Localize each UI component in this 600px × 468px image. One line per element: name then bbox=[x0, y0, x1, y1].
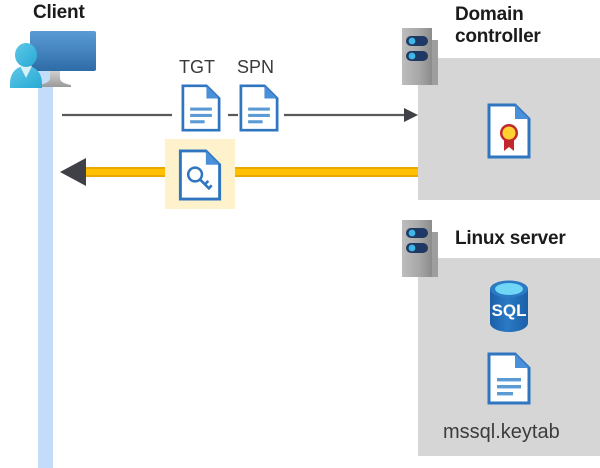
document-icon bbox=[239, 84, 279, 132]
client-icon bbox=[8, 27, 104, 91]
document-icon bbox=[487, 352, 531, 405]
client-lifeline bbox=[38, 68, 53, 468]
spn-document-icon bbox=[239, 84, 279, 137]
domain-controller-title-line1: Domain bbox=[455, 4, 524, 25]
user-with-monitor-icon bbox=[10, 31, 96, 88]
server-rack-icon bbox=[402, 220, 438, 277]
client-title: Client bbox=[33, 2, 85, 23]
domain-controller-server-rack bbox=[402, 28, 438, 85]
sql-database-label: SQL bbox=[492, 301, 527, 320]
server-rack-icon bbox=[402, 28, 438, 85]
linux-server-server-rack bbox=[402, 220, 438, 277]
response-arrow bbox=[60, 158, 418, 186]
certificate-icon bbox=[487, 103, 531, 164]
document-icon bbox=[181, 84, 221, 132]
keytab-document-icon bbox=[487, 352, 531, 410]
spn-label: SPN bbox=[237, 57, 275, 77]
key-document-icon bbox=[178, 149, 222, 206]
tgt-label: TGT bbox=[179, 57, 215, 77]
sql-database-icon-wrap: SQL bbox=[483, 278, 535, 339]
linux-server-title: Linux server bbox=[455, 228, 566, 249]
tgt-document-icon bbox=[181, 84, 221, 137]
certificate-document-icon bbox=[487, 103, 531, 159]
request-arrow bbox=[62, 108, 418, 122]
document-with-key-icon bbox=[178, 149, 222, 201]
domain-controller-title-line2: controller bbox=[455, 26, 541, 47]
keytab-file-label: mssql.keytab bbox=[443, 421, 560, 443]
sql-database-icon: SQL bbox=[490, 280, 528, 332]
